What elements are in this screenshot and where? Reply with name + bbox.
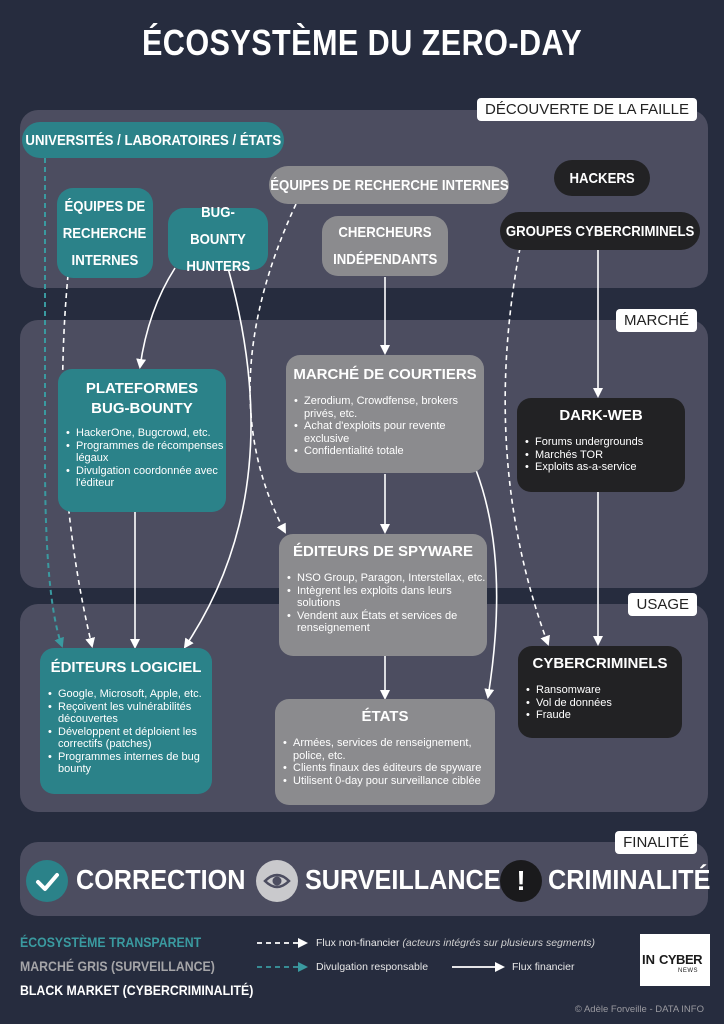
legend-responsible: Divulgation responsable: [316, 961, 429, 973]
card-title: PLATEFORMES: [85, 380, 199, 397]
list-item: Google, Microsoft, Apple, etc.: [48, 688, 212, 701]
page-title: ÉCOSYSTÈME DU ZERO-DAY: [141, 22, 583, 63]
list-item: Clients finaux des éditeurs de spyware: [283, 762, 495, 775]
list-item: Zerodium, Crowdfense, brokers privés, et…: [294, 395, 484, 420]
card-states: ÉTATS Armées, services de renseignement,…: [275, 699, 495, 805]
card-brokers: MARCHÉ DE COURTIERS Zerodium, Crowdfense…: [286, 355, 484, 473]
actor-cybercrime-groups: GROUPES CYBERCRIMINELS: [500, 212, 700, 250]
actor-universities: UNIVERSITÉS / LABORATOIRES / ÉTATS: [22, 122, 284, 158]
arrow-universities-to-software: [44, 158, 64, 648]
actor-internal-research: ÉQUIPES DE RECHERCHE INTERNES: [269, 166, 509, 204]
list-item: Divulgation coordonnée avec l'éditeur: [66, 465, 226, 490]
card-title: ÉDITEURS DE SPYWARE: [292, 543, 474, 560]
incyber-logo: IN CYBER NEWS: [640, 934, 710, 986]
finality-criminality: CRIMINALITÉ: [548, 864, 711, 895]
list-item: Armées, services de renseignement, polic…: [283, 737, 495, 762]
list-item: Programmes de récompenses légaux: [66, 440, 226, 465]
legend-non-financial: Flux non-financier (acteurs intégrés sur…: [316, 937, 595, 949]
arrow-internal-to-spyware: [249, 203, 297, 534]
card-cybercriminals: CYBERCRIMINELS Ransomware Vol de données…: [518, 646, 682, 738]
actor-hackers: HACKERS: [554, 160, 650, 196]
card-darkweb: DARK-WEB Forums undergrounds Marchés TOR…: [517, 398, 685, 492]
card-spyware: ÉDITEURS DE SPYWARE NSO Group, Paragon, …: [279, 534, 487, 656]
eye-icon: [256, 860, 298, 902]
list-item: Vol de données: [526, 697, 682, 710]
arrow-hunters-to-platforms: [136, 267, 176, 369]
band-label-discovery: DÉCOUVERTE DE LA FAILLE: [477, 98, 697, 121]
arrow-hunters-to-software: [183, 267, 252, 649]
legend-grey-market: MARCHÉ GRIS (SURVEILLANCE): [20, 958, 215, 974]
list-item: NSO Group, Paragon, Interstellax, etc.: [287, 572, 487, 585]
card-title: ÉTATS: [361, 708, 409, 725]
card-title: CYBERCRIMINELS: [532, 655, 668, 672]
band-finality: [20, 842, 708, 916]
card-bug-bounty-platforms: PLATEFORMES BUG-BOUNTY HackerOne, Bugcro…: [58, 369, 226, 512]
card-title: BUG-BOUNTY: [91, 400, 193, 417]
credit: © Adèle Forveille - DATA INFO: [574, 1004, 704, 1015]
actor-independent-researchers: CHERCHEURS INDÉPENDANTS: [322, 216, 448, 276]
list-item: Exploits as-a-service: [525, 461, 685, 474]
legend-transparent: ÉCOSYSTÈME TRANSPARENT: [20, 934, 202, 950]
list-item: Reçoivent les vulnérabilités découvertes: [48, 701, 212, 726]
list-item: Programmes internes de bug bounty: [48, 751, 212, 776]
list-item: Intègrent les exploits dans leurs soluti…: [287, 585, 487, 610]
list-item: Ransomware: [526, 684, 682, 697]
list-item: Confidentialité totale: [294, 445, 484, 458]
finality-surveillance: SURVEILLANCE: [305, 864, 501, 895]
card-software-vendors: ÉDITEURS LOGICIEL Google, Microsoft, App…: [40, 648, 212, 794]
list-item: Vendent aux États et services de renseig…: [287, 610, 487, 635]
finality-correction: CORRECTION: [76, 864, 246, 895]
list-item: Achat d'exploits pour revente exclusive: [294, 420, 484, 445]
list-item: HackerOne, Bugcrowd, etc.: [66, 427, 226, 440]
actor-research-teams: ÉQUIPES DE RECHERCHE INTERNES: [57, 188, 153, 278]
card-title: MARCHÉ DE COURTIERS: [293, 366, 477, 383]
list-item: Fraude: [526, 709, 682, 722]
card-title: DARK-WEB: [559, 407, 643, 424]
arrow-groups-to-cybercriminals: [504, 247, 550, 646]
list-item: Utilisent 0-day pour surveillance ciblée: [283, 775, 495, 788]
band-label-market: MARCHÉ: [615, 309, 697, 332]
band-label-usage: USAGE: [628, 593, 697, 616]
list-item: Forums undergrounds: [525, 436, 685, 449]
list-item: Marchés TOR: [525, 449, 685, 462]
list-item: Développent et déploient les correctifs …: [48, 726, 212, 751]
legend-financial: Flux financier: [512, 961, 575, 973]
band-label-finality: FINALITÉ: [615, 831, 697, 854]
exclamation-icon: !: [500, 860, 542, 902]
legend-black-market: BLACK MARKET (CYBERCRIMINALITÉ): [20, 982, 254, 998]
arrow-brokers-to-states: [475, 469, 498, 699]
check-icon: [26, 860, 68, 902]
card-title: ÉDITEURS LOGICIEL: [50, 659, 202, 676]
actor-bug-bounty-hunters: BUG-BOUNTY HUNTERS: [168, 204, 268, 275]
